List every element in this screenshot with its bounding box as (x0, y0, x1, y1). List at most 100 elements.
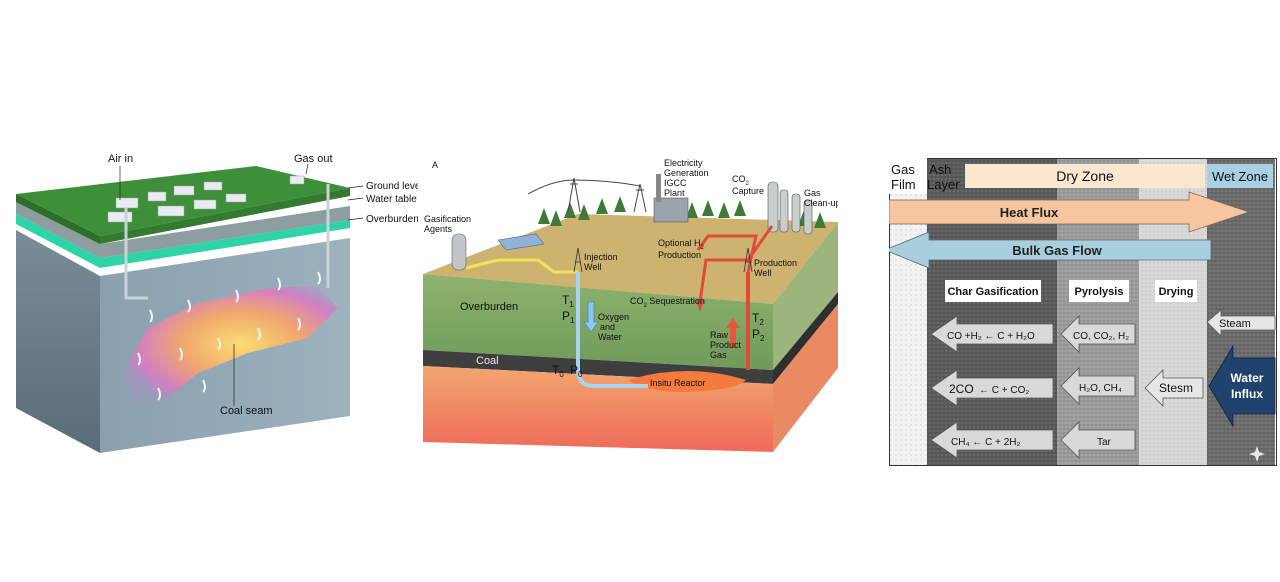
t1-label: T1 (562, 293, 574, 309)
t2-label: T2 (752, 311, 764, 327)
oxygen-label-2: and (600, 322, 615, 332)
insitu-reactor-label: Insitu Reactor (650, 378, 706, 388)
sparkle-icon (1249, 446, 1265, 462)
insitu-reactor (628, 371, 746, 392)
water-influx-label-1: Water (1231, 371, 1264, 385)
co2-capture-label-2: Capture (732, 186, 764, 196)
raw-gas-label-1: Raw (710, 330, 729, 340)
heat-flux-label: Heat Flux (1000, 205, 1059, 220)
gas-film-label-1: Gas (891, 162, 915, 177)
ground-surface (16, 166, 350, 236)
flow-arrows (137, 271, 321, 401)
bulk-gas-flow-arrow (889, 231, 1212, 269)
p0-label: P0 (570, 363, 583, 379)
gasification-agent-pipe (465, 258, 578, 274)
gas-film-label-2: Film (891, 177, 916, 192)
ground-edge-side (100, 188, 350, 244)
char-gasification-title-box (945, 280, 1041, 302)
ash-layer-label-2: Layer (927, 177, 960, 192)
drying-arrow (1144, 369, 1204, 407)
char-gasification-title: Char Gasification (947, 286, 1038, 298)
gas-cleanup-label-2: Clean-up (804, 198, 838, 208)
leader-lines (119, 163, 364, 406)
pyrolysis-product-2: H₂O, CH₄ (1079, 383, 1122, 394)
overburden-label: Overburden (460, 301, 518, 313)
electricity-label-4: Plant (664, 188, 685, 198)
injection-well (576, 272, 648, 388)
well-derricks (573, 247, 753, 273)
ucg-block-diagram: Air in Gas out Ground level Water table … (16, 153, 418, 453)
production-label-1: Production (754, 258, 797, 268)
injection-label-1: Injection (584, 252, 618, 262)
block-front-face (16, 230, 100, 453)
electricity-label-3: IGCC (664, 178, 687, 188)
pyrolysis-title: Pyrolysis (1075, 286, 1124, 298)
reaction-2a: 2CO (949, 382, 974, 396)
optional-h2-label-2: Production (658, 250, 701, 260)
coal-label: Coal (476, 355, 499, 367)
ground-level-label: Ground level (366, 181, 418, 192)
dry-zone-header (965, 164, 1205, 188)
sequestration-arrow (696, 300, 704, 312)
drying-title: Drying (1159, 286, 1194, 298)
p1-label: P1 (562, 309, 575, 325)
gas-out-label: Gas out (294, 153, 333, 165)
gas-cleanup-label-1: Gas (804, 188, 821, 198)
optional-h2-label-1: Optional H2 (658, 238, 705, 251)
t0-label: T0 (552, 363, 564, 379)
pyrolysis-product-3: Tar (1097, 437, 1112, 448)
surface-facilities (107, 175, 305, 223)
air-in-well (124, 208, 148, 300)
pyrolysis-arrow-2 (1060, 367, 1136, 405)
power-line-towers (527, 177, 647, 213)
dry-zone-label: Dry Zone (1056, 168, 1114, 184)
co2-capture-label-1: CO2 (732, 174, 750, 187)
raw-gas-label-2: Product (710, 340, 742, 350)
oxygen-label-3: Water (598, 332, 622, 342)
raw-gas-label-3: Gas (710, 350, 727, 360)
pyrolysis-title-box (1069, 280, 1129, 302)
steam-label: Steam (1219, 318, 1251, 330)
panel-letter: A (432, 160, 438, 170)
reaction-arrow-2 (930, 369, 1054, 407)
panel-border (889, 158, 1277, 466)
water-table-label: Water table (366, 194, 417, 205)
plant-building (497, 233, 545, 251)
injection-label-2: Well (584, 262, 601, 272)
air-in-label: Air in (108, 153, 133, 165)
ucg-process-diagram: A Electricity Generation IGCC Plant CO2 … (423, 158, 838, 452)
p2-label: P2 (752, 327, 765, 343)
reaction-2b: ← C + CO₂ (979, 385, 1029, 396)
storage-tank (451, 233, 467, 271)
oxygen-label-1: Oxygen (598, 312, 629, 322)
pyrolysis-arrow-3 (1060, 421, 1136, 459)
ash-layer-label-1: Ash (929, 162, 951, 177)
co2-capture-towers (767, 181, 813, 235)
bulk-gas-flow-label: Bulk Gas Flow (1012, 243, 1102, 258)
block-side-face (773, 222, 838, 370)
drying-title-box (1155, 280, 1197, 302)
heat-flux-arrow (889, 191, 1251, 233)
injection-arrow (583, 301, 599, 333)
co2-sequestration-label: CO2 Sequestration (630, 296, 705, 309)
water-influx-arrow (1208, 344, 1276, 428)
overburden-layer (16, 198, 350, 258)
gasification-zone-diagram: Gas Film Ash Layer Dry Zone Wet Zone Hea… (889, 158, 1277, 466)
reaction-3: CH₄ ← C + 2H₂ (951, 437, 1020, 448)
igcc-stack (656, 174, 661, 202)
header-background (889, 158, 927, 194)
stesm-label: Stesm (1159, 381, 1193, 395)
electricity-label-2: Generation (664, 168, 709, 178)
block-side-coal (773, 292, 838, 384)
electricity-label-1: Electricity (664, 158, 703, 168)
pyrolysis-product-1: CO, CO₂, H₂ (1073, 331, 1129, 342)
raw-gas-arrow (726, 318, 740, 348)
overburden-label: Overburden (366, 214, 418, 225)
production-label-2: Well (754, 268, 771, 278)
block-side-deep (773, 304, 838, 452)
co2-sequestration-pipe (698, 225, 774, 303)
ground-edge (16, 194, 100, 244)
coal-seam-glow (123, 286, 338, 403)
coal-seam-label: Coal seam (220, 405, 273, 417)
reaction-arrow-1 (930, 315, 1054, 353)
